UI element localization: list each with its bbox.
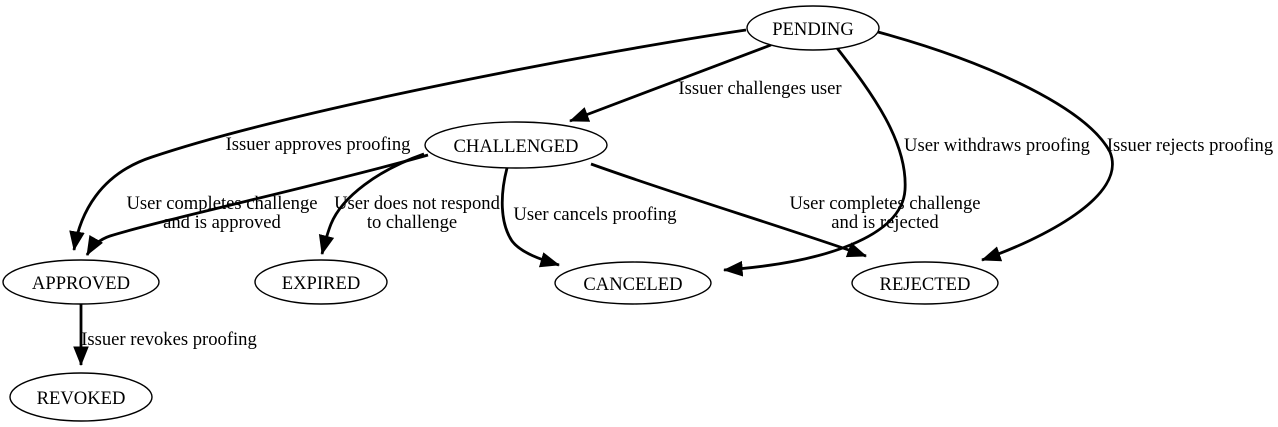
node-pending-ellipse: [746, 5, 880, 51]
node-revoked-label: REVOKED: [37, 388, 126, 409]
node-challenged-label: CHALLENGED: [454, 136, 579, 157]
node-expired-label: EXPIRED: [282, 273, 361, 294]
edge-pending-challenged: [569, 43, 772, 123]
node-approved: APPROVED: [2, 259, 160, 305]
node-challenged-ellipse: [424, 121, 608, 169]
edge-label-user-cancels-proofing: User cancels proofing: [513, 204, 676, 225]
edge-group: [69, 28, 1114, 366]
node-revoked: REVOKED: [9, 372, 153, 422]
node-challenged: CHALLENGED: [424, 121, 608, 169]
edge-challenged-expired: [318, 152, 425, 255]
node-approved-label: APPROVED: [32, 273, 130, 294]
node-rejected: REJECTED: [851, 261, 999, 305]
edge-label-issuer-approves-proofing: Issuer approves proofing: [226, 134, 411, 155]
edge-label-group: Issuer challenges user Issuer approves p…: [81, 78, 1273, 350]
edge-pending-canceled: [723, 47, 907, 277]
edge-challenged-canceled: [500, 167, 560, 268]
edge-label-completes-challenge-rejected-line2: and is rejected: [831, 212, 939, 233]
edge-label-completes-challenge-approved-line2: and is approved: [163, 212, 281, 233]
edge-label-does-not-respond-line1: User does not respond: [334, 193, 500, 214]
edge-label-user-withdraws-proofing: User withdraws proofing: [904, 135, 1090, 156]
edge-challenged-rejected: [590, 162, 867, 258]
edge-label-does-not-respond-line2: to challenge: [367, 212, 457, 233]
node-revoked-ellipse: [9, 372, 153, 422]
edge-pending-approved: [69, 28, 747, 251]
edge-label-issuer-revokes-proofing: Issuer revokes proofing: [81, 329, 257, 350]
node-pending-label: PENDING: [772, 19, 854, 40]
node-canceled-ellipse: [554, 261, 712, 305]
edge-challenged-approved: [85, 153, 429, 256]
node-expired-ellipse: [254, 259, 388, 305]
edge-label-completes-challenge-approved-line1: User completes challenge: [126, 193, 317, 214]
node-expired: EXPIRED: [254, 259, 388, 305]
node-approved-ellipse: [2, 259, 160, 305]
edge-label-issuer-challenges-user: Issuer challenges user: [678, 78, 842, 99]
edge-label-issuer-rejects-proofing: Issuer rejects proofing: [1107, 135, 1273, 156]
node-rejected-label: REJECTED: [880, 274, 971, 295]
node-pending: PENDING: [746, 5, 880, 51]
node-group: PENDING CHALLENGED APPROVED EXPIRED CANC…: [2, 5, 999, 422]
edge-label-completes-challenge-rejected-line1: User completes challenge: [789, 193, 980, 214]
node-canceled-label: CANCELED: [583, 274, 682, 295]
node-rejected-ellipse: [851, 261, 999, 305]
node-canceled: CANCELED: [554, 261, 712, 305]
edge-pending-rejected: [877, 30, 1114, 262]
